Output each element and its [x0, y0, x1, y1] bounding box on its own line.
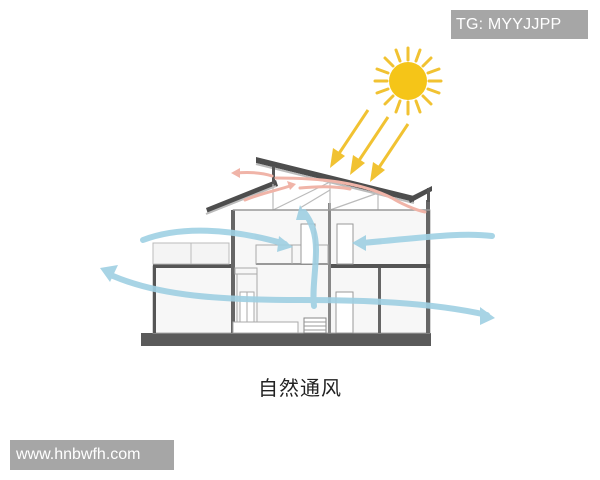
- upper-door: [336, 223, 354, 265]
- diagram-caption: 自然通风: [258, 376, 342, 400]
- watermark-tg: TG: MYYJJPP: [451, 10, 588, 39]
- sun-rays-arrows: [330, 109, 410, 182]
- left-annex: [152, 242, 234, 334]
- sun-icon: [373, 46, 443, 116]
- main-house: [231, 200, 431, 334]
- cool-air-flow: [100, 205, 495, 325]
- warm-air-flow: [231, 168, 427, 214]
- ground-slab: [141, 333, 431, 346]
- watermark-website: www.hnbwfh.com: [10, 440, 174, 470]
